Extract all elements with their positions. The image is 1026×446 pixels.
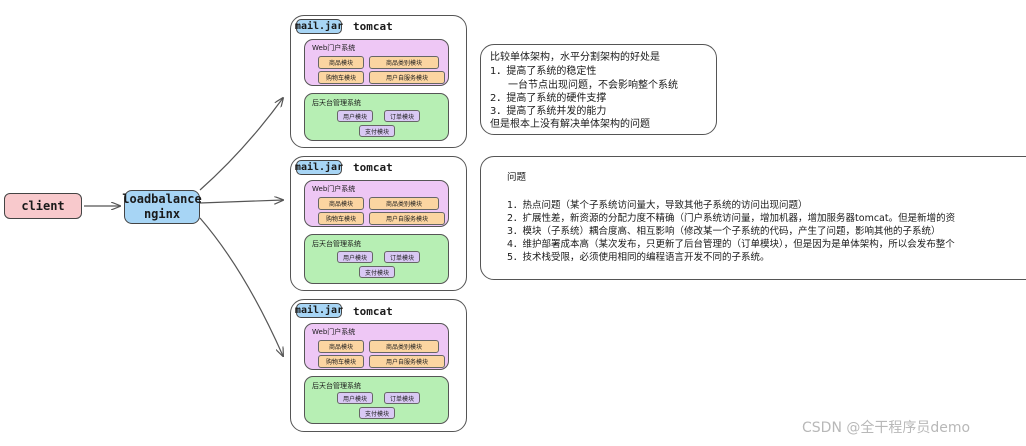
problem-line: 5．技术栈受限，必须使用相同的编程语言开发不同的子系统。 [507,252,770,263]
module-cart: 购物车模块 [318,212,364,225]
module-payment: 支付模块 [359,266,395,278]
advantages-heading: 比较单体架构，水平分割架构的好处是 [490,52,660,63]
admin-system-title: 后天台管理系统 [312,99,361,107]
module-product-category: 商品类别模块 [369,197,439,210]
problem-line: 2．扩展性差，新资源的分配力度不精确（门户系统访问量，增加机器，增加服务器tom… [507,213,956,224]
web-system-title: Web门户系统 [312,44,356,52]
loadbalance-label: loadbalance [122,192,202,206]
module-order: 订单模块 [384,251,420,263]
problem-line: 3．模块（子系统）耦合度高、相互影响（修改某一个子系统的代码，产生了问题，影响其… [507,226,941,237]
module-cart: 购物车模块 [318,355,364,368]
module-user-self-service: 用户自服务模块 [369,355,445,368]
arrow-lb-to-server-2 [199,200,283,203]
problems-note: 问题 1．热点问题（某个子系统访问量大，导致其他子系统的访问出现问题） 2．扩展… [480,156,1026,280]
problems-title: 问题 [507,172,527,183]
admin-system: 后天台管理系统 用户模块 订单模块 支付模块 [304,376,449,424]
problem-line: 1．热点问题（某个子系统访问量大，导致其他子系统的访问出现问题） [507,200,808,211]
arrow-lb-to-server-3 [199,217,283,356]
advantages-line: 1．提高了系统的稳定性 [490,66,597,77]
mail-jar-badge: mail.jar [294,160,344,175]
advantages-note: 比较单体架构，水平分割架构的好处是 1．提高了系统的稳定性 一台节点出现问题，不… [480,44,717,135]
web-portal-system: Web门户系统 商品模块 商品类别模块 购物车模块 用户自服务模块 [304,323,449,370]
module-product-category: 商品类别模块 [369,56,439,69]
client-label: client [21,198,65,213]
module-product: 商品模块 [318,197,364,210]
admin-system: 后天台管理系统 用户模块 订单模块 支付模块 [304,93,449,141]
advantages-line: 一台节点出现问题，不会影响整个系统 [508,80,678,91]
tomcat-label: tomcat [353,305,393,318]
advantages-line: 3．提高了系统并发的能力 [490,106,607,117]
mail-jar-badge: mail.jar [294,303,344,318]
module-user-self-service: 用户自服务模块 [369,212,445,225]
module-user: 用户模块 [337,110,373,122]
loadbalance-node: loadbalance nginx [122,190,202,224]
tomcat-label: tomcat [353,161,393,174]
arrow-lb-to-server-1 [199,98,283,191]
admin-system-title: 后天台管理系统 [312,382,361,390]
module-user: 用户模块 [337,251,373,263]
module-product: 商品模块 [318,340,364,353]
problem-line: 4．维护部署成本高（某次发布，只更新了后台管理的（订单模块），但是因为是单体架构… [507,239,955,250]
client-node: client [4,193,82,219]
module-cart: 购物车模块 [318,71,364,84]
tomcat-server-2: mail.jar tomcat Web门户系统 商品模块 商品类别模块 购物车模… [290,156,467,291]
web-portal-system: Web门户系统 商品模块 商品类别模块 购物车模块 用户自服务模块 [304,39,449,86]
advantages-line: 但是根本上没有解决单体架构的问题 [490,119,650,130]
module-product-category: 商品类别模块 [369,340,439,353]
tomcat-server-3: mail.jar tomcat Web门户系统 商品模块 商品类别模块 购物车模… [290,299,467,432]
tomcat-server-1: mail.jar tomcat Web门户系统 商品模块 商品类别模块 购物车模… [290,15,467,148]
module-order: 订单模块 [384,392,420,404]
web-portal-system: Web门户系统 商品模块 商品类别模块 购物车模块 用户自服务模块 [304,180,449,227]
admin-system-title: 后天台管理系统 [312,240,361,248]
module-payment: 支付模块 [359,125,395,137]
admin-system: 后天台管理系统 用户模块 订单模块 支付模块 [304,234,449,284]
module-product: 商品模块 [318,56,364,69]
mail-jar-badge: mail.jar [294,19,344,34]
module-order: 订单模块 [384,110,420,122]
module-user: 用户模块 [337,392,373,404]
module-user-self-service: 用户自服务模块 [369,71,445,84]
module-payment: 支付模块 [359,407,395,419]
nginx-label: nginx [143,207,181,221]
advantages-line: 2．提高了系统的硬件支撑 [490,93,607,104]
web-system-title: Web门户系统 [312,328,356,336]
web-system-title: Web门户系统 [312,185,356,193]
watermark: CSDN @全干程序员demo [802,420,971,436]
tomcat-label: tomcat [353,20,393,33]
